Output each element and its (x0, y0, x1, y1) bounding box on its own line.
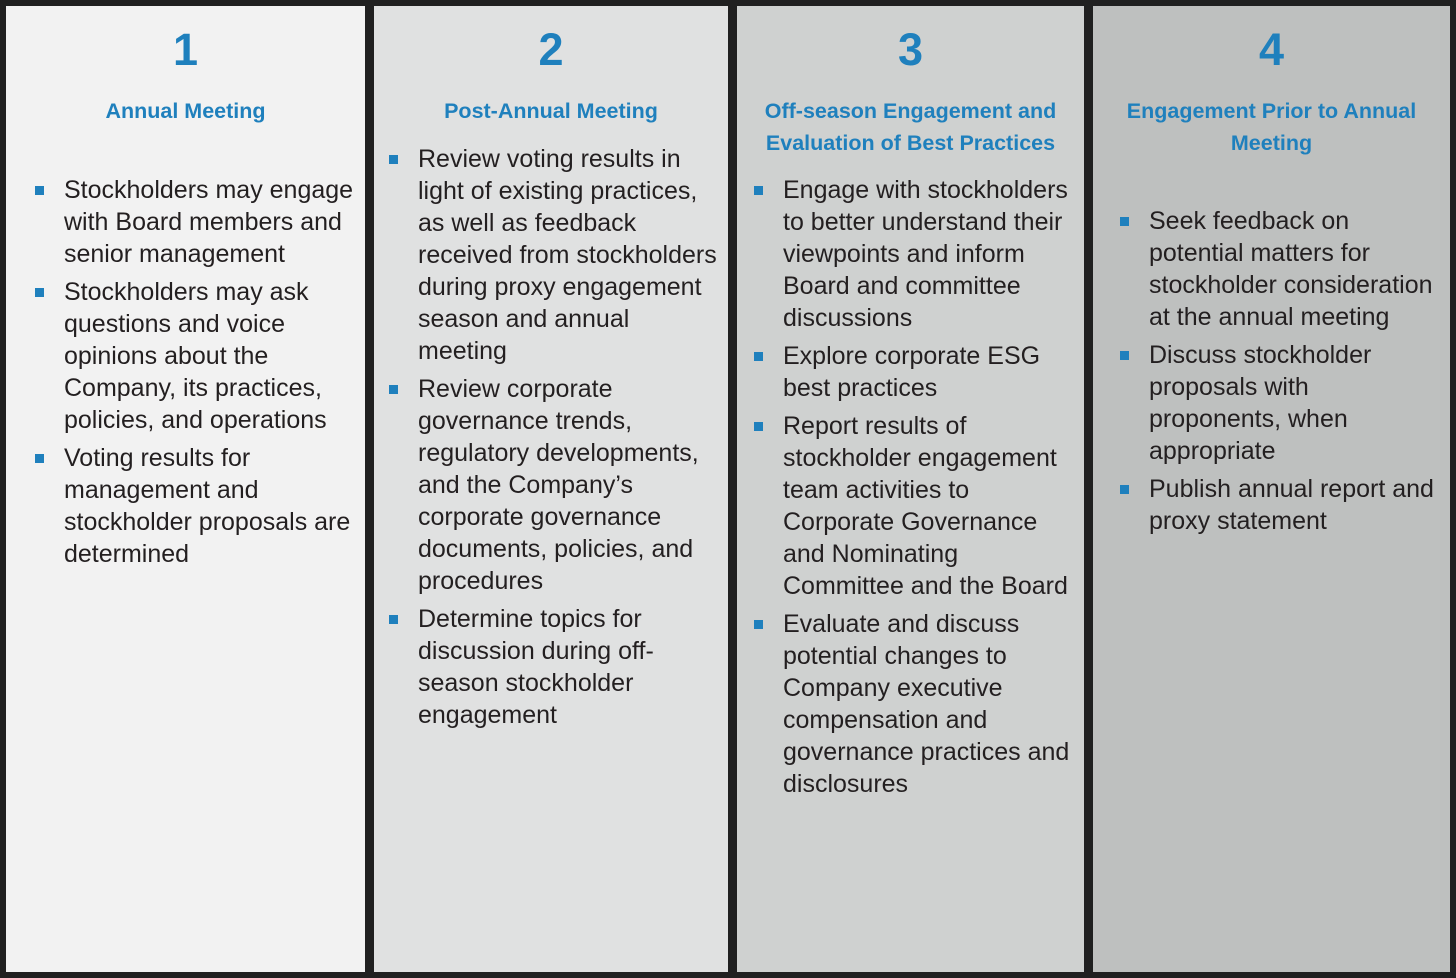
list-item: Review voting results in light of existi… (384, 143, 722, 367)
square-bullet-icon (754, 352, 763, 361)
list-item-text: Review corporate governance trends, regu… (418, 374, 699, 595)
panel-1-bullet-list: Stockholders may engage with Board membe… (6, 174, 365, 973)
panel-3-header: 3 Off-season Engagement and Evaluation o… (737, 6, 1084, 159)
list-item-text: Stockholders may engage with Board membe… (64, 175, 354, 268)
panel-step-2: 2 Post-Annual Meeting Review voting resu… (374, 6, 728, 972)
panel-step-3: 3 Off-season Engagement and Evaluation o… (737, 6, 1084, 972)
step-number-2: 2 (538, 24, 564, 75)
square-bullet-icon (35, 185, 44, 195)
step-number-1: 1 (172, 24, 199, 75)
list-item: Review corporate governance trends, regu… (384, 373, 722, 597)
step-title-3: Off-season Engagement and Evaluation of … (764, 99, 1057, 155)
step-title-1: Annual Meeting (105, 99, 266, 123)
square-bullet-icon (754, 620, 763, 629)
square-bullet-icon (389, 384, 398, 394)
step-number-3: 3 (897, 24, 924, 75)
square-bullet-icon (754, 422, 763, 431)
square-bullet-icon (35, 287, 44, 297)
list-item: Seek feedback on potential matters for s… (1115, 205, 1442, 333)
panel-step-1: 1 Annual Meeting Stockholders may engage… (6, 6, 365, 972)
list-item-text: Evaluate and discuss potential changes t… (783, 610, 1070, 798)
square-bullet-icon (1120, 351, 1129, 360)
list-item: Stockholders may engage with Board membe… (30, 174, 355, 270)
list-item: Evaluate and discuss potential changes t… (749, 608, 1080, 800)
list-item-text: Stockholders may ask questions and voice… (64, 277, 327, 434)
panel-4-header: 4 Engagement Prior to Annual Meeting (1093, 6, 1450, 159)
list-item: Report results of stockholder engagement… (749, 410, 1080, 602)
step-number-4: 4 (1258, 24, 1285, 75)
list-item-text: Discuss stockholder proposals with propo… (1149, 341, 1372, 465)
panel-step-4: 4 Engagement Prior to Annual Meeting See… (1093, 6, 1450, 972)
panel-2-bullet-list: Review voting results in light of existi… (374, 143, 728, 973)
list-item: Discuss stockholder proposals with propo… (1115, 339, 1442, 467)
list-item: Engage with stockholders to better under… (749, 174, 1080, 334)
list-item: Determine topics for discussion during o… (384, 603, 722, 731)
list-item-text: Report results of stockholder engagement… (783, 412, 1068, 600)
square-bullet-icon (389, 154, 398, 164)
list-item-text: Engage with stockholders to better under… (783, 176, 1068, 332)
step-title-2: Post-Annual Meeting (444, 99, 658, 123)
square-bullet-icon (1120, 485, 1129, 494)
list-item-text: Explore corporate ESG best practices (783, 342, 1041, 402)
step-title-4: Engagement Prior to Annual Meeting (1126, 99, 1417, 155)
list-item-text: Determine topics for discussion during o… (418, 604, 654, 729)
list-item-text: Voting results for management and stockh… (64, 443, 351, 568)
panel-1-header: 1 Annual Meeting (6, 6, 365, 128)
panel-4-bullet-list: Seek feedback on potential matters for s… (1093, 205, 1450, 972)
list-item-text: Publish annual report and proxy statemen… (1149, 475, 1434, 535)
list-item: Voting results for management and stockh… (30, 442, 355, 570)
square-bullet-icon (35, 453, 44, 463)
square-bullet-icon (1120, 217, 1129, 226)
list-item: Publish annual report and proxy statemen… (1115, 473, 1442, 537)
list-item-text: Review voting results in light of existi… (418, 144, 717, 365)
square-bullet-icon (389, 614, 398, 624)
square-bullet-icon (754, 186, 763, 195)
list-item: Explore corporate ESG best practices (749, 340, 1080, 404)
panel-3-bullet-list: Engage with stockholders to better under… (737, 174, 1084, 972)
panel-2-header: 2 Post-Annual Meeting (374, 6, 728, 128)
list-item-text: Seek feedback on potential matters for s… (1149, 207, 1433, 331)
list-item: Stockholders may ask questions and voice… (30, 276, 355, 436)
